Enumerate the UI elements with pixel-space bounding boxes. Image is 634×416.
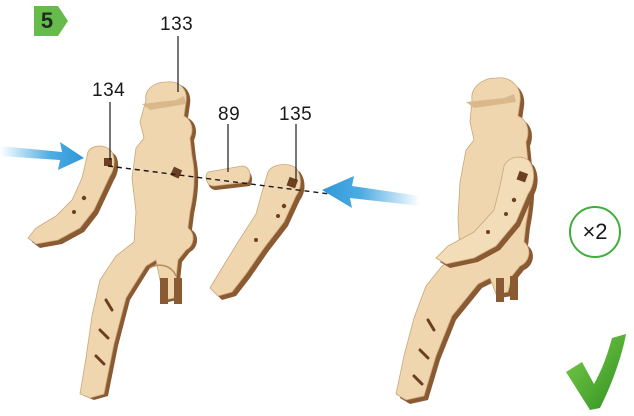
- callout-part-133: 133: [160, 14, 193, 36]
- figure-body-133: [80, 82, 198, 400]
- quantity-label: ×2: [582, 219, 607, 245]
- pin-89: [206, 166, 252, 190]
- check-mark-icon: [566, 334, 626, 410]
- step-badge-icon: 5: [34, 6, 68, 36]
- callout-part-135: 135: [279, 104, 312, 126]
- quantity-circle: ×2: [569, 206, 621, 258]
- callout-part-89: 89: [218, 104, 240, 126]
- callout-part-134: 134: [92, 80, 125, 102]
- push-arrow-icon: [322, 176, 420, 208]
- assembled-figure: [396, 78, 538, 404]
- push-arrow-icon: [0, 142, 84, 170]
- step-number: 5: [34, 8, 60, 34]
